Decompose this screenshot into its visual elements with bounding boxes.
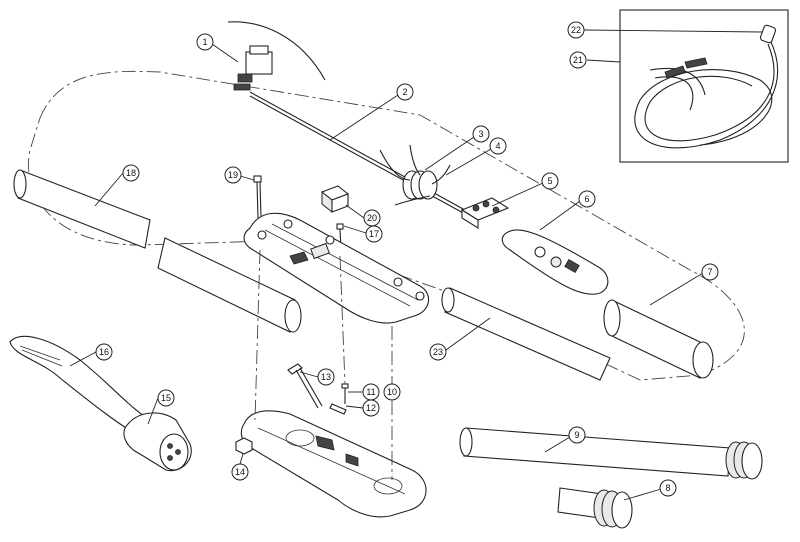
cable-detail-box bbox=[619, 9, 789, 163]
svg-text:13: 13 bbox=[321, 372, 331, 382]
callout-1: 1 bbox=[196, 33, 214, 51]
svg-text:23: 23 bbox=[433, 347, 443, 357]
svg-text:10: 10 bbox=[387, 387, 397, 397]
plug-part bbox=[123, 412, 192, 472]
small-hardware-part bbox=[329, 383, 349, 415]
ringed-tube-upper-part bbox=[459, 427, 763, 480]
callout-17: 17 bbox=[365, 225, 383, 243]
terminal-block-part bbox=[460, 197, 510, 229]
callout-20: 20 bbox=[363, 209, 381, 227]
svg-text:9: 9 bbox=[574, 430, 579, 440]
svg-text:7: 7 bbox=[707, 267, 712, 277]
svg-text:22: 22 bbox=[571, 25, 581, 35]
small-block-part bbox=[320, 185, 350, 214]
ringed-tube-lower-part bbox=[557, 487, 633, 529]
nut-part bbox=[235, 437, 253, 455]
svg-text:21: 21 bbox=[573, 55, 583, 65]
assembly-centerline bbox=[339, 255, 346, 385]
left-tube-part bbox=[13, 169, 302, 333]
callout-7: 7 bbox=[701, 263, 719, 281]
large-tube-part bbox=[603, 299, 714, 379]
switch-housing-part bbox=[501, 229, 609, 295]
callout-16: 16 bbox=[95, 343, 113, 361]
leader-lines bbox=[69, 29, 763, 501]
svg-text:20: 20 bbox=[367, 213, 377, 223]
pin-part bbox=[287, 363, 323, 409]
callout-6: 6 bbox=[578, 190, 596, 208]
callout-9: 9 bbox=[568, 426, 586, 444]
svg-text:19: 19 bbox=[228, 170, 238, 180]
svg-text:6: 6 bbox=[584, 194, 589, 204]
svg-text:12: 12 bbox=[366, 403, 376, 413]
callout-18: 18 bbox=[122, 164, 140, 182]
callout-22: 22 bbox=[567, 21, 585, 39]
callout-3: 3 bbox=[472, 125, 490, 143]
svg-text:2: 2 bbox=[402, 87, 407, 97]
svg-text:18: 18 bbox=[126, 168, 136, 178]
svg-text:8: 8 bbox=[665, 483, 670, 493]
callout-21: 21 bbox=[569, 51, 587, 69]
grommet-part bbox=[379, 144, 451, 206]
long-screw-part bbox=[253, 175, 262, 219]
callout-11: 11 bbox=[362, 383, 380, 401]
callout-13: 13 bbox=[317, 368, 335, 386]
assembly-outline bbox=[28, 70, 745, 381]
svg-text:4: 4 bbox=[495, 141, 500, 151]
callout-5: 5 bbox=[541, 172, 559, 190]
lower-housing-part bbox=[240, 410, 427, 518]
callout-19: 19 bbox=[224, 166, 242, 184]
callout-2: 2 bbox=[396, 83, 414, 101]
svg-text:17: 17 bbox=[369, 229, 379, 239]
handle-part bbox=[9, 335, 151, 437]
svg-text:3: 3 bbox=[478, 129, 483, 139]
connector-plug-part bbox=[227, 21, 326, 91]
callout-23: 23 bbox=[429, 343, 447, 361]
callout-4: 4 bbox=[489, 137, 507, 155]
svg-text:14: 14 bbox=[235, 467, 245, 477]
callout-15: 15 bbox=[157, 389, 175, 407]
upper-housing-part bbox=[243, 212, 430, 324]
svg-text:15: 15 bbox=[161, 393, 171, 403]
long-tube-part bbox=[441, 287, 611, 381]
svg-text:11: 11 bbox=[366, 387, 375, 397]
svg-text:1: 1 bbox=[202, 37, 207, 47]
callout-12: 12 bbox=[362, 399, 380, 417]
svg-text:5: 5 bbox=[547, 176, 552, 186]
callout-10: 10 bbox=[383, 383, 401, 401]
callout-14: 14 bbox=[231, 463, 249, 481]
svg-text:16: 16 bbox=[99, 347, 109, 357]
callout-8: 8 bbox=[659, 479, 677, 497]
assembly-centerline bbox=[254, 249, 261, 421]
